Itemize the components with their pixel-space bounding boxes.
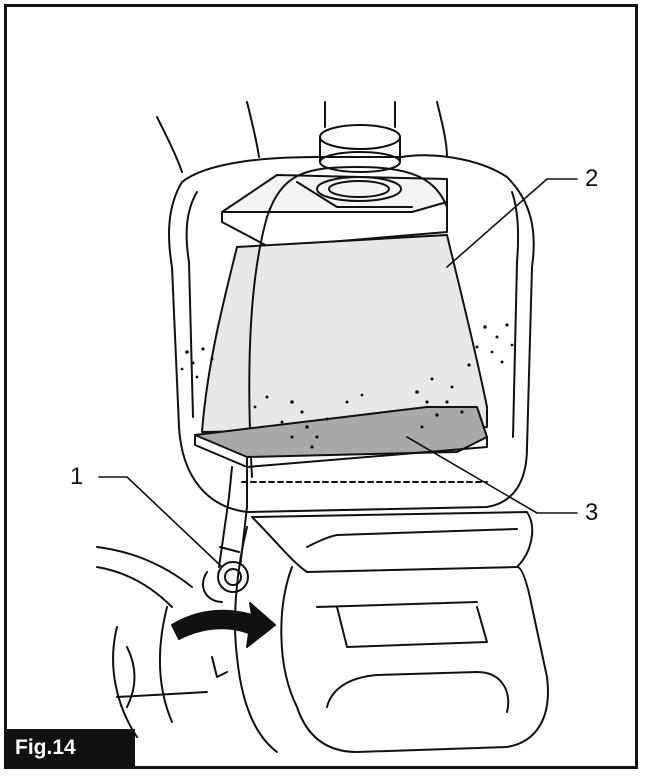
dust-particles [180, 323, 514, 449]
inlet-tube [319, 101, 401, 173]
latch-lever [202, 466, 249, 603]
tray [194, 406, 488, 468]
leader-line-2 [446, 178, 578, 268]
motor-base [112, 511, 549, 753]
callout-3-label: 3 [585, 499, 599, 526]
dust-container-inner-edge [185, 191, 198, 418]
vacuum-filter-diagram [96, 101, 578, 753]
callout-1-label: 1 [70, 463, 84, 490]
upper-body-outline [156, 101, 448, 173]
leader-line-3 [406, 436, 578, 514]
callout-2-label: 2 [585, 165, 599, 192]
filter [201, 234, 488, 433]
figure-label: Fig.14 [7, 729, 135, 766]
hose-outline [96, 546, 193, 608]
leader-lines [98, 178, 578, 568]
figure-frame: 1 2 3 Fig.14 [4, 4, 638, 769]
filter-handle [248, 166, 448, 478]
leader-line-1 [98, 476, 223, 568]
dust-container-housing [168, 154, 535, 513]
rotate-arrow-icon [171, 602, 276, 648]
